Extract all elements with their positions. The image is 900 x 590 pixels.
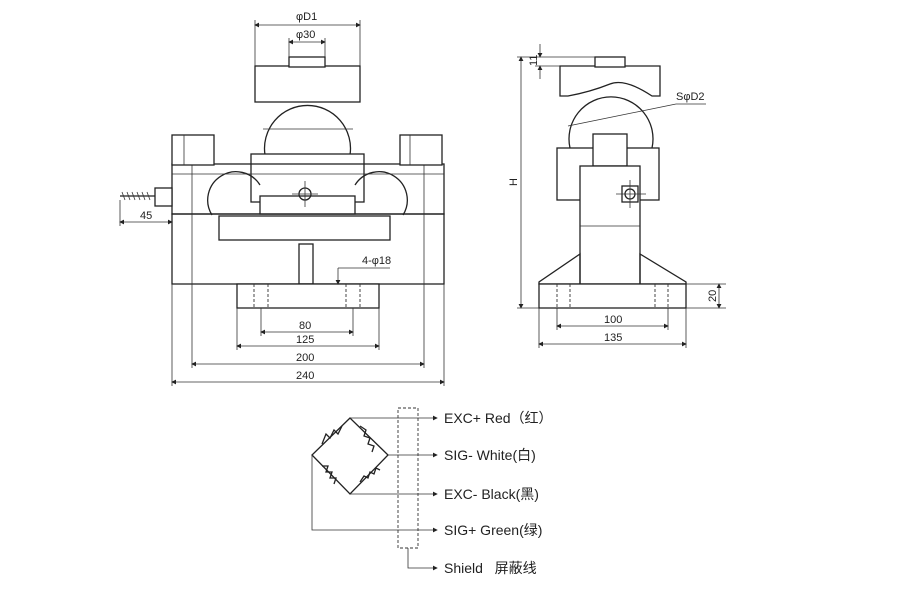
side-top-pad bbox=[559, 65, 661, 97]
front-view: φD1 φ30 45 4-φ18 80 125 200 240 bbox=[119, 11, 445, 386]
dim-top: 11 bbox=[528, 55, 540, 66]
dim-125: 125 bbox=[296, 334, 314, 346]
center-block bbox=[250, 153, 365, 203]
dim-80: 80 bbox=[299, 320, 311, 332]
shield-box bbox=[397, 407, 419, 549]
resistor-2 bbox=[359, 425, 375, 453]
base-feet bbox=[236, 283, 380, 309]
dim-base: 20 bbox=[707, 290, 719, 302]
resistor-4 bbox=[359, 467, 381, 483]
wire-shield: Shield 屏蔽线 bbox=[444, 560, 537, 576]
side-base bbox=[538, 283, 687, 309]
dim-240: 240 bbox=[296, 370, 314, 382]
side-view: 11 SφD2 H 20 100 135 bbox=[508, 44, 726, 348]
wheatstone-bridge bbox=[311, 417, 389, 495]
left-post bbox=[171, 134, 215, 166]
dim-100: 100 bbox=[604, 314, 622, 326]
dim-sphere: SφD2 bbox=[676, 91, 705, 103]
wire-exc-minus: EXC- Black(黑) bbox=[444, 486, 539, 502]
dim-200: 200 bbox=[296, 352, 314, 364]
right-post bbox=[399, 134, 443, 166]
wire-sig-minus: SIG- White(白) bbox=[444, 447, 536, 463]
resistor-1 bbox=[321, 425, 343, 445]
dim-holes: 4-φ18 bbox=[362, 255, 391, 267]
top-button bbox=[288, 56, 326, 68]
lower-plate bbox=[218, 215, 391, 241]
dim-d1: φD1 bbox=[296, 11, 317, 23]
wiring-diagram: EXC+ Red（红） SIG- White(白) EXC- Black(黑) … bbox=[311, 407, 553, 576]
left-ball bbox=[207, 171, 261, 216]
wire-sig-plus: SIG+ Green(绿) bbox=[444, 522, 542, 538]
sphere bbox=[263, 104, 352, 156]
top-pad bbox=[254, 65, 361, 103]
dim-135: 135 bbox=[604, 332, 622, 344]
dim-height: H bbox=[508, 178, 520, 186]
right-ball bbox=[354, 171, 408, 216]
resistor-3 bbox=[322, 465, 337, 485]
dim-cable: 45 bbox=[140, 210, 152, 222]
side-column bbox=[579, 165, 641, 285]
wire-exc-plus: EXC+ Red（红） bbox=[444, 410, 553, 426]
dim-d30: φ30 bbox=[296, 29, 315, 41]
side-sphere bbox=[568, 96, 654, 149]
